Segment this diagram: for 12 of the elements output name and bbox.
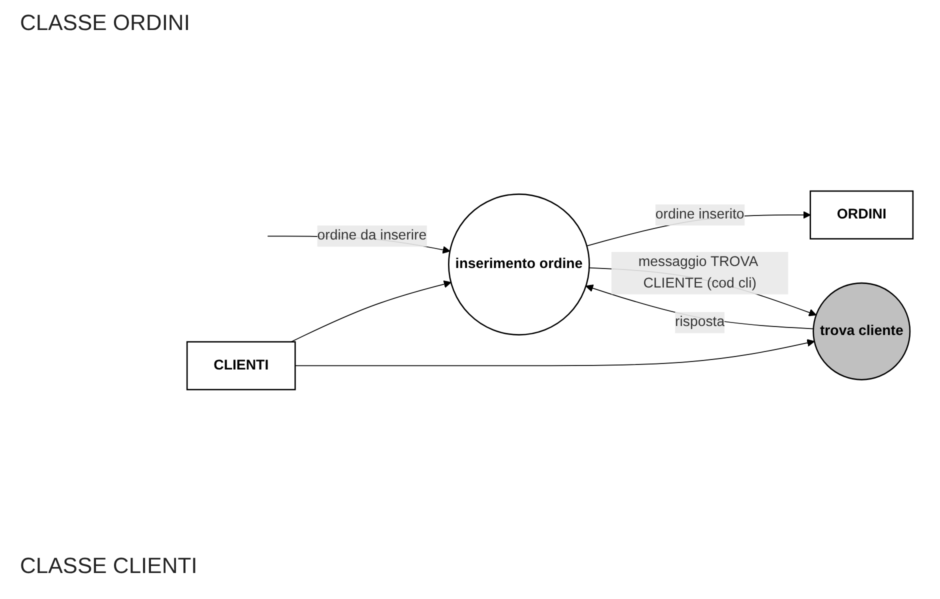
edge-label: risposta [675, 314, 725, 330]
node-circle: inserimento ordine [448, 193, 590, 336]
arrow [294, 338, 815, 366]
edge-label: ordine inserito [655, 206, 744, 222]
edge-label: messaggio TROVA CLIENTE (cod cli) [638, 254, 758, 290]
node-box: ORDINI [810, 190, 914, 240]
arrow [290, 280, 452, 342]
edge-label: ordine da inserire [317, 228, 427, 243]
class-label: CLASSE ORDINI [20, 10, 190, 36]
node-circle: trova cliente [812, 282, 911, 380]
node-box: CLIENTI [186, 340, 296, 390]
class-label: CLASSE CLIENTI [20, 553, 198, 579]
